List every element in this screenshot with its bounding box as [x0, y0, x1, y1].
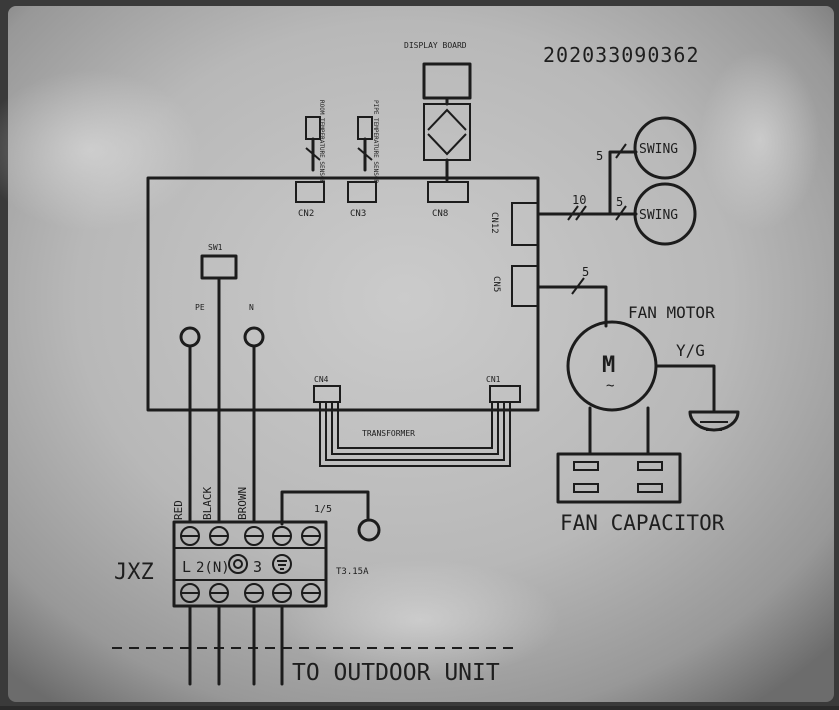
- sw1-label: SW1: [208, 243, 223, 252]
- capacitor-terminal: [637, 483, 663, 493]
- terminal-l: L: [182, 558, 191, 576]
- cn1-label: CN1: [486, 375, 501, 384]
- cn2-label: CN2: [298, 209, 314, 219]
- cn5-label: CN5: [491, 276, 501, 292]
- cn3-connector: [347, 181, 377, 203]
- wire-tick: [567, 205, 587, 221]
- fuse-wire: [280, 490, 370, 526]
- terminal-block: [172, 520, 328, 608]
- glare-spot: [0, 70, 200, 230]
- glare-spot: [700, 50, 820, 230]
- terminal-n: 2(N): [196, 560, 230, 576]
- fan-capacitor-label: FAN CAPACITOR: [560, 511, 725, 535]
- red-label: RED: [172, 500, 185, 520]
- serial-number: 202033090362: [543, 43, 700, 67]
- wire-count-10: 10: [572, 193, 586, 207]
- swing-label-top: SWING: [639, 142, 678, 157]
- swing-motor-top: [633, 116, 697, 180]
- cn12-label: CN12: [489, 212, 499, 234]
- glare-spot: [280, 560, 560, 680]
- cn2-connector: [295, 181, 325, 203]
- wire-tick: [615, 143, 627, 159]
- wire-tick: [571, 277, 585, 295]
- transformer-label: TRANSFORMER: [362, 429, 415, 438]
- wire-count-5-fan: 5: [582, 265, 589, 279]
- black-label: BLACK: [201, 487, 214, 520]
- transformer-wires: [319, 402, 511, 467]
- room-temperature-sensor: ROOM TEMPERATURE SENSOR: [305, 100, 325, 183]
- yg-label: Y/G: [676, 341, 705, 360]
- cn12-connector: [511, 202, 539, 246]
- ground-icon-lines: [700, 421, 728, 431]
- to-outdoor-label: TO OUTDOOR UNIT: [292, 660, 500, 686]
- fan-motor-wire: [536, 285, 608, 328]
- wire-count-5: 5: [616, 195, 623, 209]
- swing-wire-top: [536, 150, 638, 216]
- terminal-3: 3: [253, 558, 262, 576]
- motor-letter: M: [602, 353, 615, 378]
- capacitor-terminal: [637, 461, 663, 471]
- cn3-label: CN3: [350, 209, 366, 219]
- swing-motor-bottom: [633, 182, 697, 246]
- display-board: [422, 62, 472, 182]
- cn4-label: CN4: [314, 375, 329, 384]
- brown-label: BROWN: [236, 487, 249, 520]
- svg-text:ROOM TEMPERATURE SENSOR: ROOM TEMPERATURE SENSOR: [318, 100, 325, 183]
- swing-label-bottom: SWING: [639, 208, 678, 223]
- fuse-label: T3.15A: [336, 567, 369, 577]
- capacitor-terminal: [573, 461, 599, 471]
- n-label: N: [249, 303, 254, 312]
- fuse-icon: [357, 518, 381, 542]
- cn8-label: CN8: [432, 209, 448, 219]
- svg-text:PIPE TEMPERATURE SENSOR: PIPE TEMPERATURE SENSOR: [372, 100, 379, 183]
- wire-tick: [615, 205, 627, 221]
- cn8-connector: [427, 181, 469, 203]
- fuse-ratio: 1/5: [314, 504, 332, 515]
- fan-capacitor: [556, 452, 682, 504]
- wire-count-5: 5: [596, 149, 603, 163]
- jxz-label: JXZ: [114, 560, 154, 585]
- capacitor-wires: [588, 406, 650, 456]
- fan-motor-label: FAN MOTOR: [628, 303, 715, 322]
- motor-tilde: ~: [606, 378, 614, 394]
- capacitor-terminal: [573, 483, 599, 493]
- pe-label: PE: [195, 303, 205, 312]
- ground-wire: [654, 364, 716, 412]
- pipe-temperature-sensor: PIPE TEMPERATURE SENSOR: [357, 100, 379, 183]
- outdoor-wires: [188, 604, 284, 686]
- display-board-label: DISPLAY BOARD: [404, 41, 467, 50]
